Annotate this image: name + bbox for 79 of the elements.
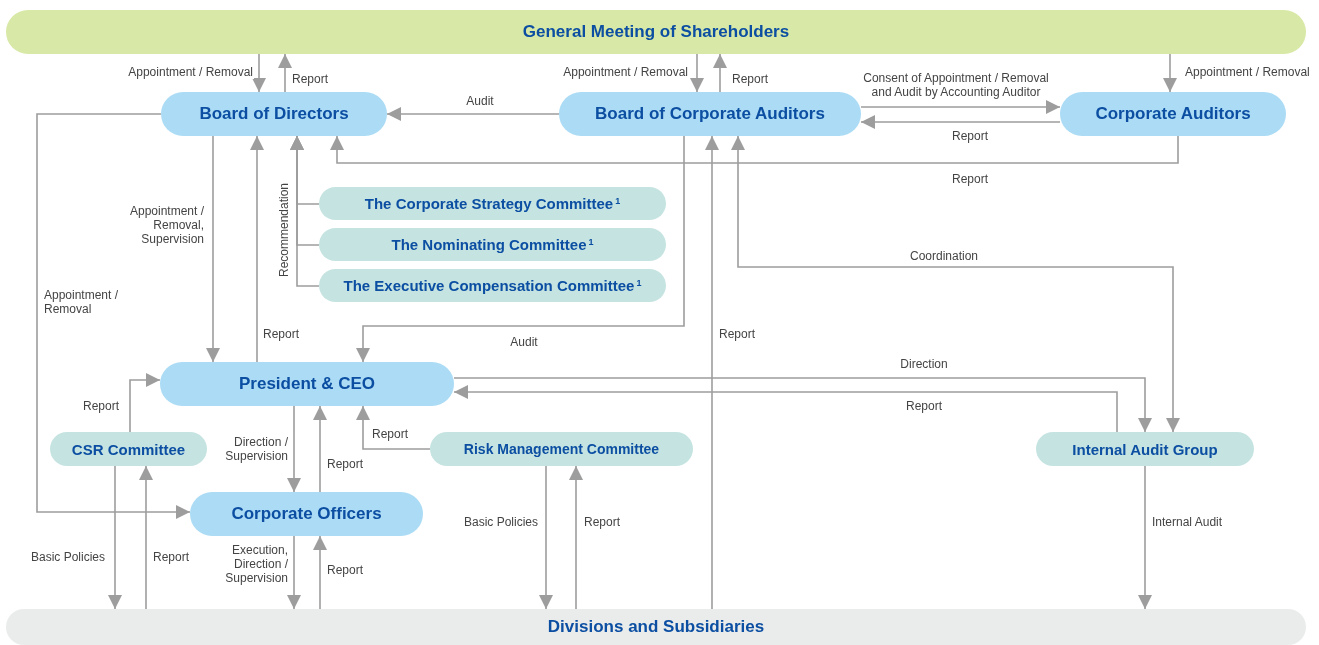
node-label: Corporate Auditors [1095, 104, 1251, 124]
rounded-box [161, 92, 387, 136]
node-label: Internal Audit Group [1072, 440, 1218, 458]
arrow [250, 135, 264, 363]
arrow [453, 377, 1152, 433]
edge-label: Report [326, 563, 365, 577]
edge-label: Report [262, 327, 301, 341]
edge-label: Internal Audit [1151, 515, 1224, 529]
edge-label: Report [718, 327, 757, 341]
arrow [690, 53, 704, 93]
edge-label: Report [81, 399, 120, 413]
arrow [129, 373, 161, 433]
arrow [539, 465, 553, 610]
arrow [252, 53, 266, 93]
arrow [731, 135, 1180, 433]
band [6, 10, 1306, 54]
node-label: General Meeting of Shareholders [522, 22, 790, 42]
edge-label: Recommendation [277, 181, 291, 279]
edge-label: Audit [509, 335, 539, 349]
arrow [860, 115, 1061, 129]
arrow [139, 465, 153, 610]
arrow [36, 113, 191, 519]
edge-label: Appointment / Removal [127, 65, 254, 79]
node-label: Board of Corporate Auditors [595, 104, 825, 124]
arrow [1163, 53, 1177, 93]
edge-label: Basic Policies [29, 550, 106, 564]
arrow [386, 107, 560, 121]
edge-label: Report [291, 72, 330, 86]
edge-label: Appointment / Removal [1184, 65, 1311, 79]
node-label: Board of Directors [199, 104, 349, 124]
arrow [278, 53, 292, 93]
arrow [569, 465, 583, 610]
edge-label: Direction [899, 357, 949, 371]
edge-label: Audit [465, 94, 495, 108]
rounded-box [160, 362, 454, 406]
rounded-box [50, 432, 207, 466]
edge-label: Report [731, 72, 770, 86]
arrow [860, 100, 1061, 114]
edge-label: Report [152, 550, 191, 564]
node-label: The Corporate Strategy Committee$^{1}$ [364, 195, 621, 212]
node-label: The Executive Compensation Committee$^{1}$ [343, 277, 642, 294]
node-label: President & CEO [238, 374, 375, 394]
node-label: Divisions and Subsidiaries [547, 617, 765, 637]
node-label: CSR Committee [71, 440, 186, 458]
arrow [713, 53, 727, 93]
rounded-box [319, 269, 666, 302]
arrow [356, 135, 685, 363]
arrow [287, 405, 301, 493]
arrow [356, 405, 431, 450]
edge-label: Report [905, 399, 943, 413]
arrow [453, 385, 1118, 433]
edge-label: Report [371, 427, 410, 441]
rounded-box [1036, 432, 1254, 466]
edge-label: Coordination [909, 249, 979, 263]
band [6, 609, 1306, 645]
edge-label: Report [583, 515, 622, 529]
arrow [206, 135, 220, 363]
node-label: The Nominating Committee$^{1}$ [391, 236, 594, 253]
edge-label: Report [951, 129, 989, 143]
arrow [330, 135, 1179, 164]
edge-label: Report [951, 172, 989, 186]
rounded-box [319, 187, 666, 220]
edge-label: Report [326, 457, 365, 471]
rounded-box [430, 432, 693, 466]
arrow [313, 405, 327, 493]
arrow [1138, 465, 1152, 610]
arrow [290, 135, 320, 287]
rounded-box [190, 492, 423, 536]
rounded-box [319, 228, 666, 261]
arrow [705, 135, 719, 610]
rounded-box [559, 92, 861, 136]
arrow [313, 535, 327, 610]
arrow [287, 535, 301, 610]
node-label: Risk Management Committee [463, 441, 660, 457]
edge-label: Basic Policies [462, 515, 539, 529]
arrow [108, 465, 122, 610]
node-label: Corporate Officers [231, 504, 382, 524]
edge-label: Appointment / Removal [562, 65, 689, 79]
rounded-box [1060, 92, 1286, 136]
